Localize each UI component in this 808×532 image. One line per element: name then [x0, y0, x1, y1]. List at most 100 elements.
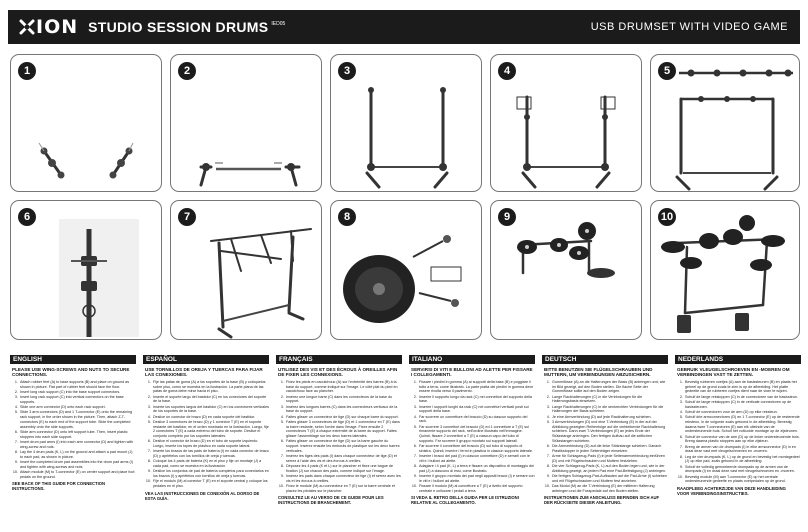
step-number: 6 — [18, 208, 36, 226]
instruction-item: 9.Inserire il gruppo montato dei pad neg… — [413, 473, 535, 483]
crossbar-assembly-illustration — [675, 69, 793, 191]
instruction-item: 4.Deslice un conector de brazo (D) en ca… — [147, 414, 256, 419]
lang-title: GEBRUIK VLEUGELSCHROEVEN EN -MOEREN OM V… — [677, 367, 790, 378]
instruction-item: 2.Lange Rackhalterungen (C) in die Verbi… — [546, 394, 643, 404]
instruction-item: 10.Bevestig module (M) aan T-connector (… — [677, 474, 786, 484]
instruction-item: 6.Faites glisser un connecteur de tige (… — [280, 439, 400, 453]
instruction-item: 1.Fixez les pieds en caoutchouc (A) sur … — [280, 379, 398, 394]
step-panel-3: 3 — [330, 54, 482, 192]
product-name: STUDIO SESSION DRUMS — [88, 19, 269, 35]
step-number: 4 — [498, 62, 516, 80]
lang-footer: CONSULTEZ LE AU VERSO DE CE GUIDE POUR L… — [278, 495, 384, 506]
instruction-item: 8.Coloque los 4 pads de batería (K) en e… — [147, 459, 262, 468]
instruction-item: 2.Insert long rack support (C) into the … — [14, 389, 121, 394]
instruction-item: 5.Far scorrere 3 connettori del braccio … — [413, 424, 529, 443]
lang-heading: NEDERLANDS — [675, 355, 801, 364]
lang-heading: FRANÇAIS — [276, 355, 402, 364]
instruction-item: 6.Far scorrere il connettore del braccio… — [413, 443, 533, 453]
instruction-item: 6.Die Armverbindung (D) auf die linke St… — [546, 443, 662, 453]
instruction-item: 9.Deslice los conjuntos de pad de baterí… — [147, 469, 269, 478]
lang-title: USE TORNILLOS DE OREJA Y TUERCAS PARA FI… — [145, 367, 263, 378]
instruction-item: 7.Insert drum pad arms (I) into each arm… — [14, 439, 134, 449]
step-number: 3 — [338, 62, 356, 80]
step-number: 8 — [338, 208, 356, 226]
instruction-item: 4.Slide one arm connector (D) onto each … — [14, 405, 106, 410]
lang-footer: VEA LAS INSTRUCCIONES DE CONEXIÓN AL DOR… — [145, 490, 260, 501]
step-panel-4: 4 — [490, 54, 642, 192]
instruction-item: 1.Fije las patas de goma (A) a los sopor… — [147, 379, 266, 394]
lang-column-espanol: ESPAÑOL USE TORNILLOS DE OREJA Y TUERCAS… — [143, 355, 269, 525]
step-panel-10: 10 — [650, 200, 800, 340]
instruction-item: 5.Faites glisser 3 connecteurs de tige (… — [280, 419, 400, 438]
instruction-item: 5.Deslice 3 conectores de brazo (D) y 1 … — [147, 419, 269, 438]
instruction-item: 3.Insert long rack support (C) into vert… — [14, 395, 124, 404]
lang-footer: RAADPLEEG ACHTERZIJDE VAN DEZE HANDLEIDI… — [677, 485, 786, 496]
lang-heading: DEUTSCH — [542, 355, 668, 364]
step-panel-5: 5 — [650, 54, 800, 192]
instruction-item: 6.Deslice el conector de brazo (D) en el… — [147, 439, 259, 448]
long-rack-support-illustration — [199, 162, 301, 187]
instruction-item: 7.Breng de armen van de drumpads (I) in … — [679, 444, 796, 454]
instruction-item: 8.Adagiare i 4 pad (K, L) a terra e fiss… — [413, 463, 534, 473]
step-number: 7 — [178, 208, 196, 226]
brand-name: ION — [36, 16, 79, 38]
lang-column-english: ENGLISH PLEASE USE WING-SCREWS AND NUTS … — [10, 355, 136, 525]
instruction-item: 3.Inserire i supporti lunghi da rack (C)… — [413, 404, 529, 414]
instruction-list: 1.Fixez les pieds en caoutchouc (A) sur … — [276, 380, 402, 494]
lang-footer: SEE BACK OF THIS GUIDE FOR CONNECTION IN… — [12, 481, 106, 492]
lang-heading: ESPAÑOL — [143, 355, 269, 364]
step-panel-7: 7 — [170, 200, 322, 340]
instruction-list: 1.Gummifüsse (A) an die Halterungen der … — [542, 380, 668, 494]
instruction-item: 1.Bevestig rubberen voetjes (A) aan de b… — [679, 379, 797, 394]
instruction-item: 4.Schuif de connectoren voor de arm (D) … — [679, 409, 778, 414]
left-arm-connector-illustration — [59, 219, 139, 337]
step-number: 2 — [178, 62, 196, 80]
instruction-item: 10.Attach module (M) to T-connector (E) … — [12, 469, 135, 479]
instruction-item: 1.Attach rubber feet (A) to base support… — [14, 379, 130, 389]
step-panel-9: 9 — [490, 200, 642, 340]
lang-column-nederlands: NEDERLANDS GEBRUIK VLEUGELSCHROEVEN EN -… — [675, 355, 801, 525]
step-number: 10 — [658, 208, 676, 226]
instruction-item: 7.Arme für Schlagzeug-Pads (I) in jede S… — [546, 453, 665, 463]
instruction-item: 7.Inserte los brazos de las pads de bate… — [147, 449, 269, 458]
step-number: 1 — [18, 62, 36, 80]
arm-connectors-illustration — [516, 95, 616, 189]
lang-heading: ENGLISH — [10, 355, 136, 364]
instruction-item: 5.Schuif drie armconnectoren (D) en 1 T-… — [679, 415, 800, 434]
instruction-item: 3.Schuif de lange rekstoppen (C) in de v… — [679, 399, 792, 409]
step-panel-1: 1 — [10, 54, 162, 192]
instruction-item: 5.Slide 3 arm connectors (D) and 1 T-con… — [14, 410, 133, 429]
ion-star-icon — [19, 19, 35, 35]
instruction-item: 4.Faites glisser un connecteur de tige (… — [280, 414, 399, 419]
instruction-item: 9.Die fertigen Schlagzeug-Pad-Aufbauten … — [546, 473, 667, 483]
ion-logo: ION — [18, 16, 78, 38]
instruction-item: 2.Inserte el soporte largo del bastidor … — [147, 394, 267, 404]
instruction-item: 9.Insert the completed drum pad assembli… — [14, 459, 133, 469]
step-panel-2: 2 — [170, 54, 322, 192]
instruction-item: 1.Fissare i piedini in gomma (A) ai supp… — [413, 379, 534, 394]
instruction-item: 10.Das Modul (M) an die T-Verbindung (E)… — [544, 483, 655, 493]
instruction-item: 3.Inserte los soportes largos del bastid… — [147, 404, 269, 414]
instruction-item: 3.Insérez des longues barres (C) dans le… — [280, 404, 398, 414]
lang-footer: SI VEDA IL RETRO DELLA GUIDA PER LE ISTR… — [411, 495, 519, 506]
instruction-item: 10.Fije el módulo (M) al conector T (E) … — [145, 479, 268, 488]
instruction-item: 7.Inserire i bracci dei pad (I) in ciasc… — [413, 453, 530, 463]
header-bar: ION STUDIO SESSION DRUMS IED05 USB DRUMS… — [8, 10, 800, 44]
instruction-item: 1.Gummifüsse (A) an die Halterungen der … — [546, 379, 666, 394]
instruction-item: 7.Insérez les tiges des pads (I) dans ch… — [280, 453, 397, 463]
instruction-item: 8.Lay the 4 drum pads (K, L) on the grou… — [14, 449, 133, 459]
instruction-item: 6.Slide arm connector (D) onto left supp… — [14, 429, 128, 439]
lang-title: SERVIRSI DI VITI E BULLONI AD ALETTE PER… — [411, 367, 533, 378]
instruction-item: 8.Déposez les 4 pads (K et L) sur le pla… — [280, 463, 394, 473]
step-number: 9 — [498, 208, 516, 226]
completed-drumset-illustration — [661, 215, 785, 333]
instruction-item: 4.Je eine Armverbindung (D) auf jede Rac… — [546, 414, 652, 419]
instruction-list: 1.Attach rubber feet (A) to base support… — [10, 380, 136, 479]
lang-title: PLEASE USE WING-SCREWS AND NUTS TO SECUR… — [12, 367, 130, 378]
instruction-item: 3.Lange Rackhalterungen (C) in die senkr… — [546, 404, 664, 414]
drum-pad-arms-illustration — [210, 228, 312, 339]
step-panel-6: 6 — [10, 200, 162, 340]
instruction-item: 8.Leg de vier drumpads (K, L) op de gron… — [679, 454, 800, 464]
lang-column-francais: FRANÇAIS UTILISEZ DES VIS ET DES ÉCROUS … — [276, 355, 402, 525]
